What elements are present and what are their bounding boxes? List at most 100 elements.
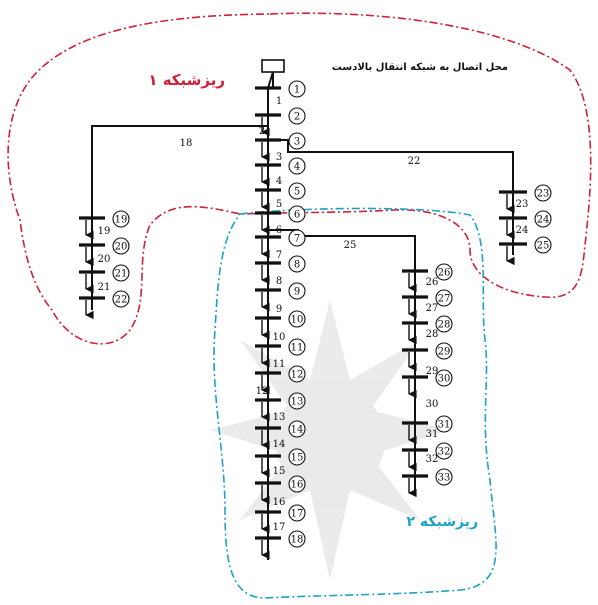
branch-number-6: 6: [276, 225, 282, 236]
bus-label-18: 18: [288, 530, 306, 548]
branch-number-15: 15: [273, 466, 286, 477]
upstream-connection-box: [261, 59, 285, 73]
branch-number-5: 5: [276, 199, 282, 210]
bus-label-7: 7: [288, 229, 306, 247]
svg-text:9: 9: [294, 287, 300, 298]
bus-label-17: 17: [288, 504, 306, 522]
bus-number-labels: 1234567891011121314151617181920212223242…: [112, 80, 552, 548]
svg-text:11: 11: [291, 343, 304, 354]
bus-label-9: 9: [288, 282, 306, 300]
bus-label-13: 13: [288, 392, 306, 410]
branch-number-2: 2: [259, 126, 265, 137]
bus-label-14: 14: [288, 420, 306, 438]
svg-text:5: 5: [294, 187, 300, 198]
subnet1-label: ریزشبکه ۱: [148, 71, 225, 89]
bus-label-20: 20: [112, 237, 130, 255]
svg-text:30: 30: [438, 374, 451, 385]
bus-label-10: 10: [288, 310, 306, 328]
bus-label-23: 23: [534, 184, 552, 202]
branch-number-8: 8: [276, 276, 282, 287]
svg-text:26: 26: [438, 268, 451, 279]
svg-text:24: 24: [537, 215, 550, 226]
svg-text:13: 13: [291, 397, 304, 408]
svg-text:12: 12: [291, 370, 304, 381]
bus-label-32: 32: [435, 442, 453, 460]
svg-text:8: 8: [294, 260, 300, 271]
branch-number-29: 29: [426, 366, 439, 377]
bus-label-25: 25: [534, 236, 552, 254]
bus-label-1: 1: [288, 80, 306, 98]
branch-number-28: 28: [426, 329, 439, 340]
svg-text:15: 15: [291, 453, 304, 464]
bus-label-30: 30: [435, 369, 453, 387]
branch-number-24: 24: [516, 225, 529, 236]
branch-number-7: 7: [276, 250, 282, 261]
branch-number-16: 16: [273, 497, 286, 508]
svg-text:14: 14: [291, 425, 304, 436]
branch-number-9: 9: [276, 304, 282, 315]
branch-number-21: 21: [98, 282, 111, 293]
branch-number-18: 18: [180, 138, 193, 149]
bus-label-19: 19: [112, 210, 130, 228]
branch-number-27: 27: [426, 303, 439, 314]
svg-text:16: 16: [291, 480, 304, 491]
bus-label-29: 29: [435, 342, 453, 360]
bus-label-3: 3: [288, 132, 306, 150]
branch-number-10: 10: [273, 332, 286, 343]
load-arrows: [85, 117, 515, 560]
branch-number-20: 20: [98, 254, 111, 265]
bus-label-28: 28: [435, 315, 453, 333]
svg-text:7: 7: [294, 234, 300, 245]
svg-text:27: 27: [438, 294, 451, 305]
svg-text:25: 25: [537, 241, 550, 252]
branch-number-14: 14: [273, 439, 286, 450]
branch-number-31: 31: [426, 429, 439, 440]
bus-label-8: 8: [288, 255, 306, 273]
branch-number-30: 30: [426, 399, 439, 410]
svg-text:21: 21: [115, 269, 128, 280]
lateral-line-3-23: [268, 139, 514, 255]
svg-text:17: 17: [291, 509, 304, 520]
svg-text:10: 10: [291, 315, 304, 326]
svg-text:22: 22: [115, 295, 128, 306]
bus-label-15: 15: [288, 448, 306, 466]
svg-text:23: 23: [537, 189, 550, 200]
branch-number-26: 26: [426, 277, 439, 288]
bus-label-21: 21: [112, 264, 130, 282]
background-watermark: [210, 300, 450, 580]
svg-text:4: 4: [294, 162, 300, 173]
subnet2-label: ریزشبکه ۲: [406, 514, 478, 530]
svg-text:19: 19: [115, 215, 128, 226]
bus-label-6: 6: [288, 205, 306, 223]
subnet2-boundary: [213, 207, 497, 599]
branch-number-13: 13: [273, 412, 286, 423]
svg-text:18: 18: [291, 535, 304, 546]
feeder-label: محل اتصال به شبکه انتقال بالادست: [332, 62, 508, 73]
branch-number-25: 25: [344, 240, 357, 251]
svg-text:20: 20: [115, 242, 128, 253]
branch-numbers: 1234567891011121314151617181920212223242…: [98, 96, 529, 533]
bus-label-12: 12: [288, 365, 306, 383]
branch-number-19: 19: [98, 226, 111, 237]
svg-text:2: 2: [294, 112, 300, 123]
bus-label-31: 31: [435, 415, 453, 433]
branch-number-4: 4: [276, 176, 282, 187]
svg-text:3: 3: [294, 137, 300, 148]
branch-number-32: 32: [426, 454, 439, 465]
busbars: [79, 86, 527, 540]
subnet1-boundary: [7, 12, 592, 345]
bus-label-27: 27: [435, 289, 453, 307]
branch-number-23: 23: [516, 199, 529, 210]
lateral-line-2-19: [91, 125, 268, 310]
branch-number-22: 22: [408, 156, 421, 167]
branch-number-11: 11: [273, 359, 286, 370]
bus-label-33: 33: [435, 468, 453, 486]
bus-label-24: 24: [534, 210, 552, 228]
bus-label-2: 2: [288, 107, 306, 125]
bus-label-4: 4: [288, 157, 306, 175]
svg-text:1: 1: [294, 85, 300, 96]
bus-label-26: 26: [435, 263, 453, 281]
bus-label-16: 16: [288, 475, 306, 493]
bus-label-11: 11: [288, 338, 306, 356]
